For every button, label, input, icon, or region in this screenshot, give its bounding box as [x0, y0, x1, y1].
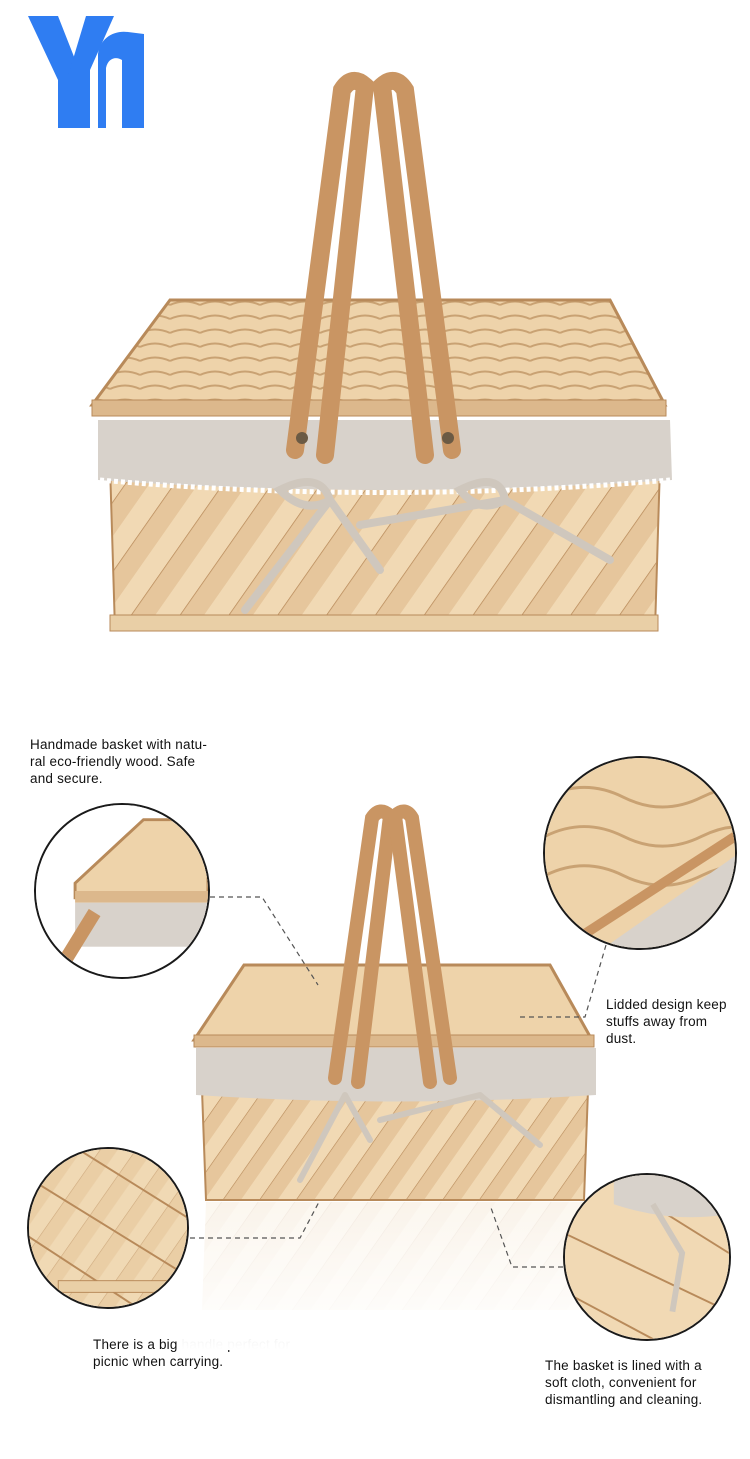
callout-cloth-line2: soft cloth, convenient for [545, 1375, 697, 1390]
zoom-circle-corner [34, 803, 210, 979]
zoom-circle-cloth [563, 1173, 731, 1341]
callout-cloth-line3: dismantling and cleaning. [545, 1392, 703, 1407]
basket-weave-icon [29, 1149, 187, 1307]
zoom-circle-lid [543, 756, 737, 950]
lid-corner-icon [36, 805, 208, 977]
lid-weave-icon [545, 758, 735, 948]
zoom-circle-handle [27, 1147, 189, 1309]
hero-basket-image [89, 71, 672, 632]
callout-wood-text: Handmade basket with natu- ral eco-frien… [30, 736, 250, 787]
callout-wood-line2: ral eco-friendly wood. Safe [30, 754, 196, 769]
callout-lid-line3: dust. [606, 1031, 637, 1046]
callout-cloth-text: The basket is lined with a soft cloth, c… [545, 1357, 745, 1408]
callout-lid-line1: Lidded design keep [606, 997, 727, 1012]
cloth-lining-icon [565, 1175, 729, 1339]
callout-wood-line1: Handmade basket with natu- [30, 737, 208, 752]
callout-handle-line2: picnic when carrying. [93, 1354, 224, 1369]
callout-lid-line2: stuffs away from [606, 1014, 708, 1029]
yr-logo-icon [28, 16, 144, 128]
callout-wood-line3: and secure. [30, 771, 103, 786]
callout-lid-text: Lidded design keep stuffs away from dust… [606, 996, 746, 1047]
callout-cloth-line1: The basket is lined with a [545, 1358, 702, 1373]
